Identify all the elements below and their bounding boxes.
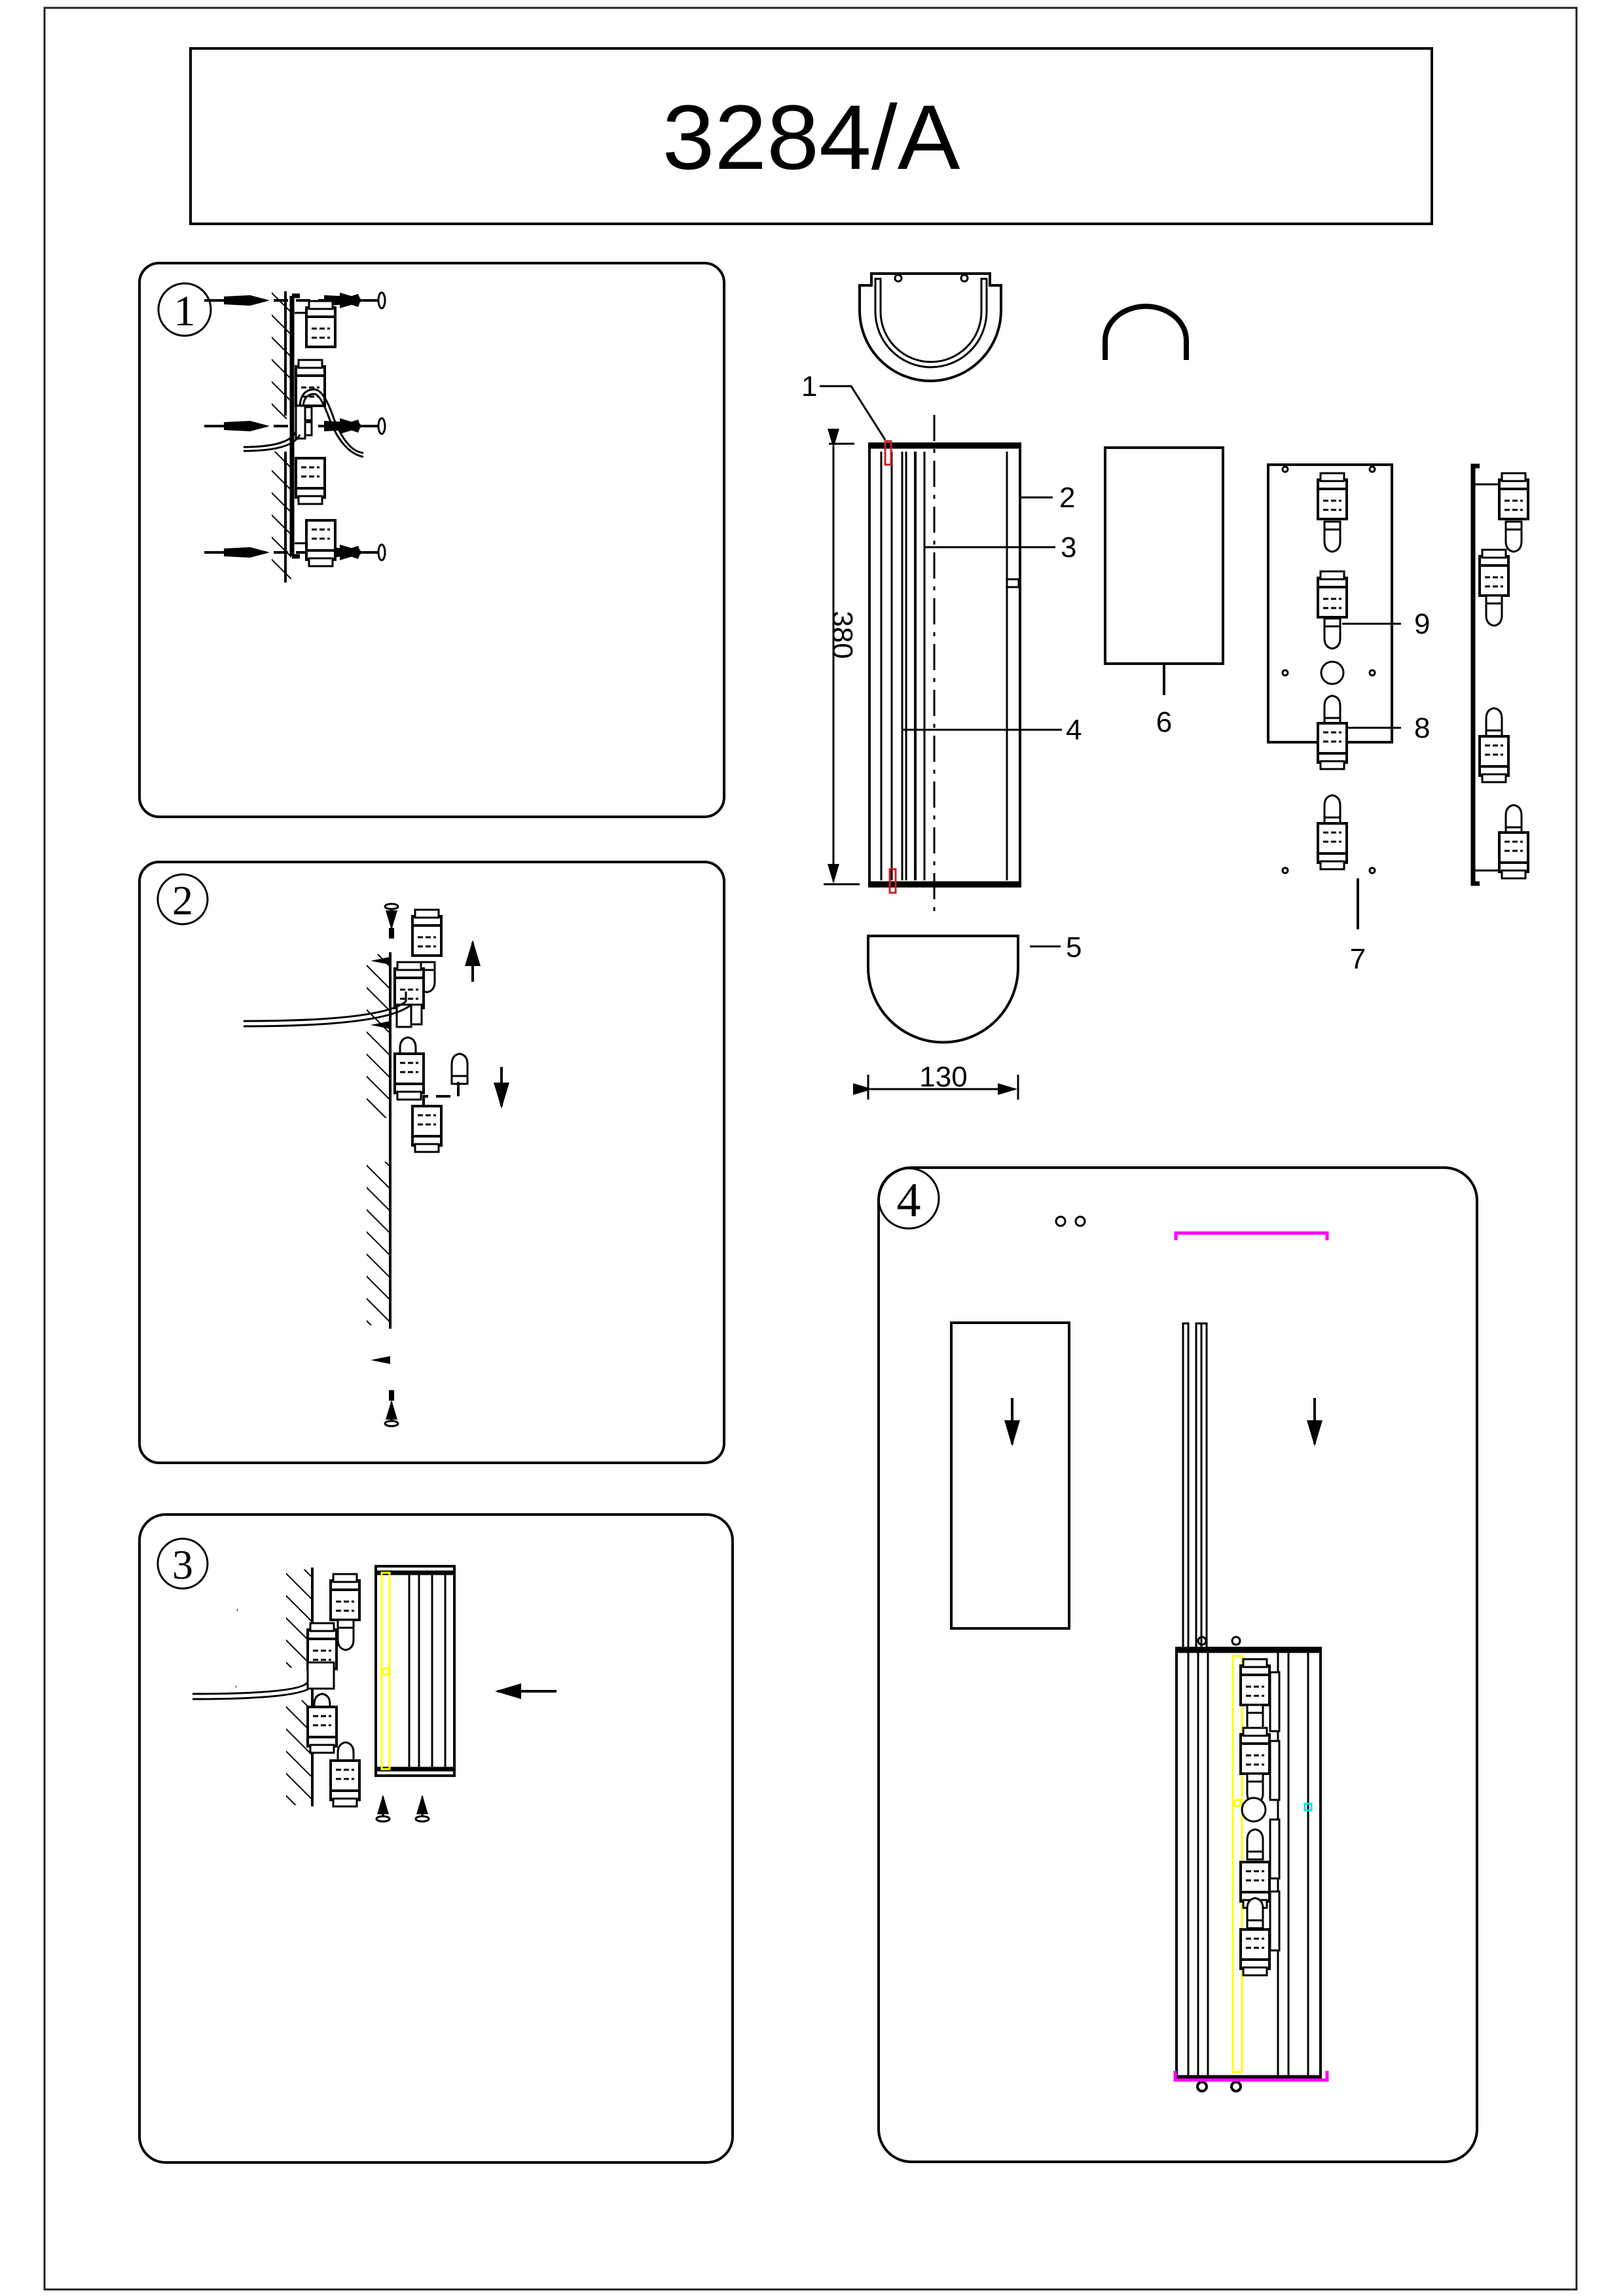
wall-hatch (272, 291, 291, 419)
step-1-badge (157, 282, 212, 337)
step-1-panel: 1 (138, 262, 725, 818)
top-cap-part (858, 272, 1002, 382)
end-screw-highlight (884, 440, 892, 466)
junction-box (295, 404, 306, 440)
power-cable (243, 419, 297, 448)
step-3-panel: 3 (138, 1513, 734, 2164)
title-box: 3284/A (189, 47, 1433, 225)
callout-5: 5 (1066, 931, 1082, 963)
step-3-number: 3 (172, 1541, 193, 1588)
glass-cover-sliding (950, 1321, 1070, 1630)
bracket-side-view (1470, 463, 1529, 886)
callout-3: 3 (1061, 531, 1076, 564)
callout-2: 2 (1059, 482, 1075, 514)
callout-4: 4 (1066, 714, 1082, 746)
step-4-panel: 4 (877, 1166, 1478, 2163)
step-3-badge (156, 1537, 209, 1590)
dimension-height: 380 (826, 611, 858, 658)
glass-cover-part (1104, 446, 1224, 665)
step-4-badge (877, 1167, 940, 1230)
callout-8: 8 (1414, 712, 1430, 744)
main-housing-part (868, 442, 1021, 888)
callout-6: 6 (1156, 706, 1172, 738)
sensor-highlight (1304, 1803, 1313, 1812)
exploded-view: 380 1 2 3 4 5 130 6 (801, 272, 1529, 1100)
top-cap-highlight (1174, 1231, 1329, 1240)
callout-9: 9 (1414, 608, 1430, 640)
step-2-badge (156, 873, 209, 925)
step-4-number: 4 (897, 1174, 921, 1227)
step-1-number: 1 (174, 287, 196, 335)
lamp-housing (374, 1565, 456, 1777)
bottom-cap-part (867, 935, 1019, 1044)
callout-7: 7 (1350, 943, 1366, 975)
model-number-title: 3284/A (663, 86, 961, 188)
bottom-cap-highlight (1173, 2071, 1329, 2082)
step-2-number: 2 (172, 877, 193, 924)
step-2-panel: 2 (138, 861, 725, 1464)
lamp-socket-icon (305, 300, 337, 348)
dimension-width: 130 (919, 1061, 967, 1093)
page-border (43, 7, 1578, 2291)
glass-cover-top-view (1103, 304, 1189, 360)
callout-1: 1 (801, 370, 817, 403)
